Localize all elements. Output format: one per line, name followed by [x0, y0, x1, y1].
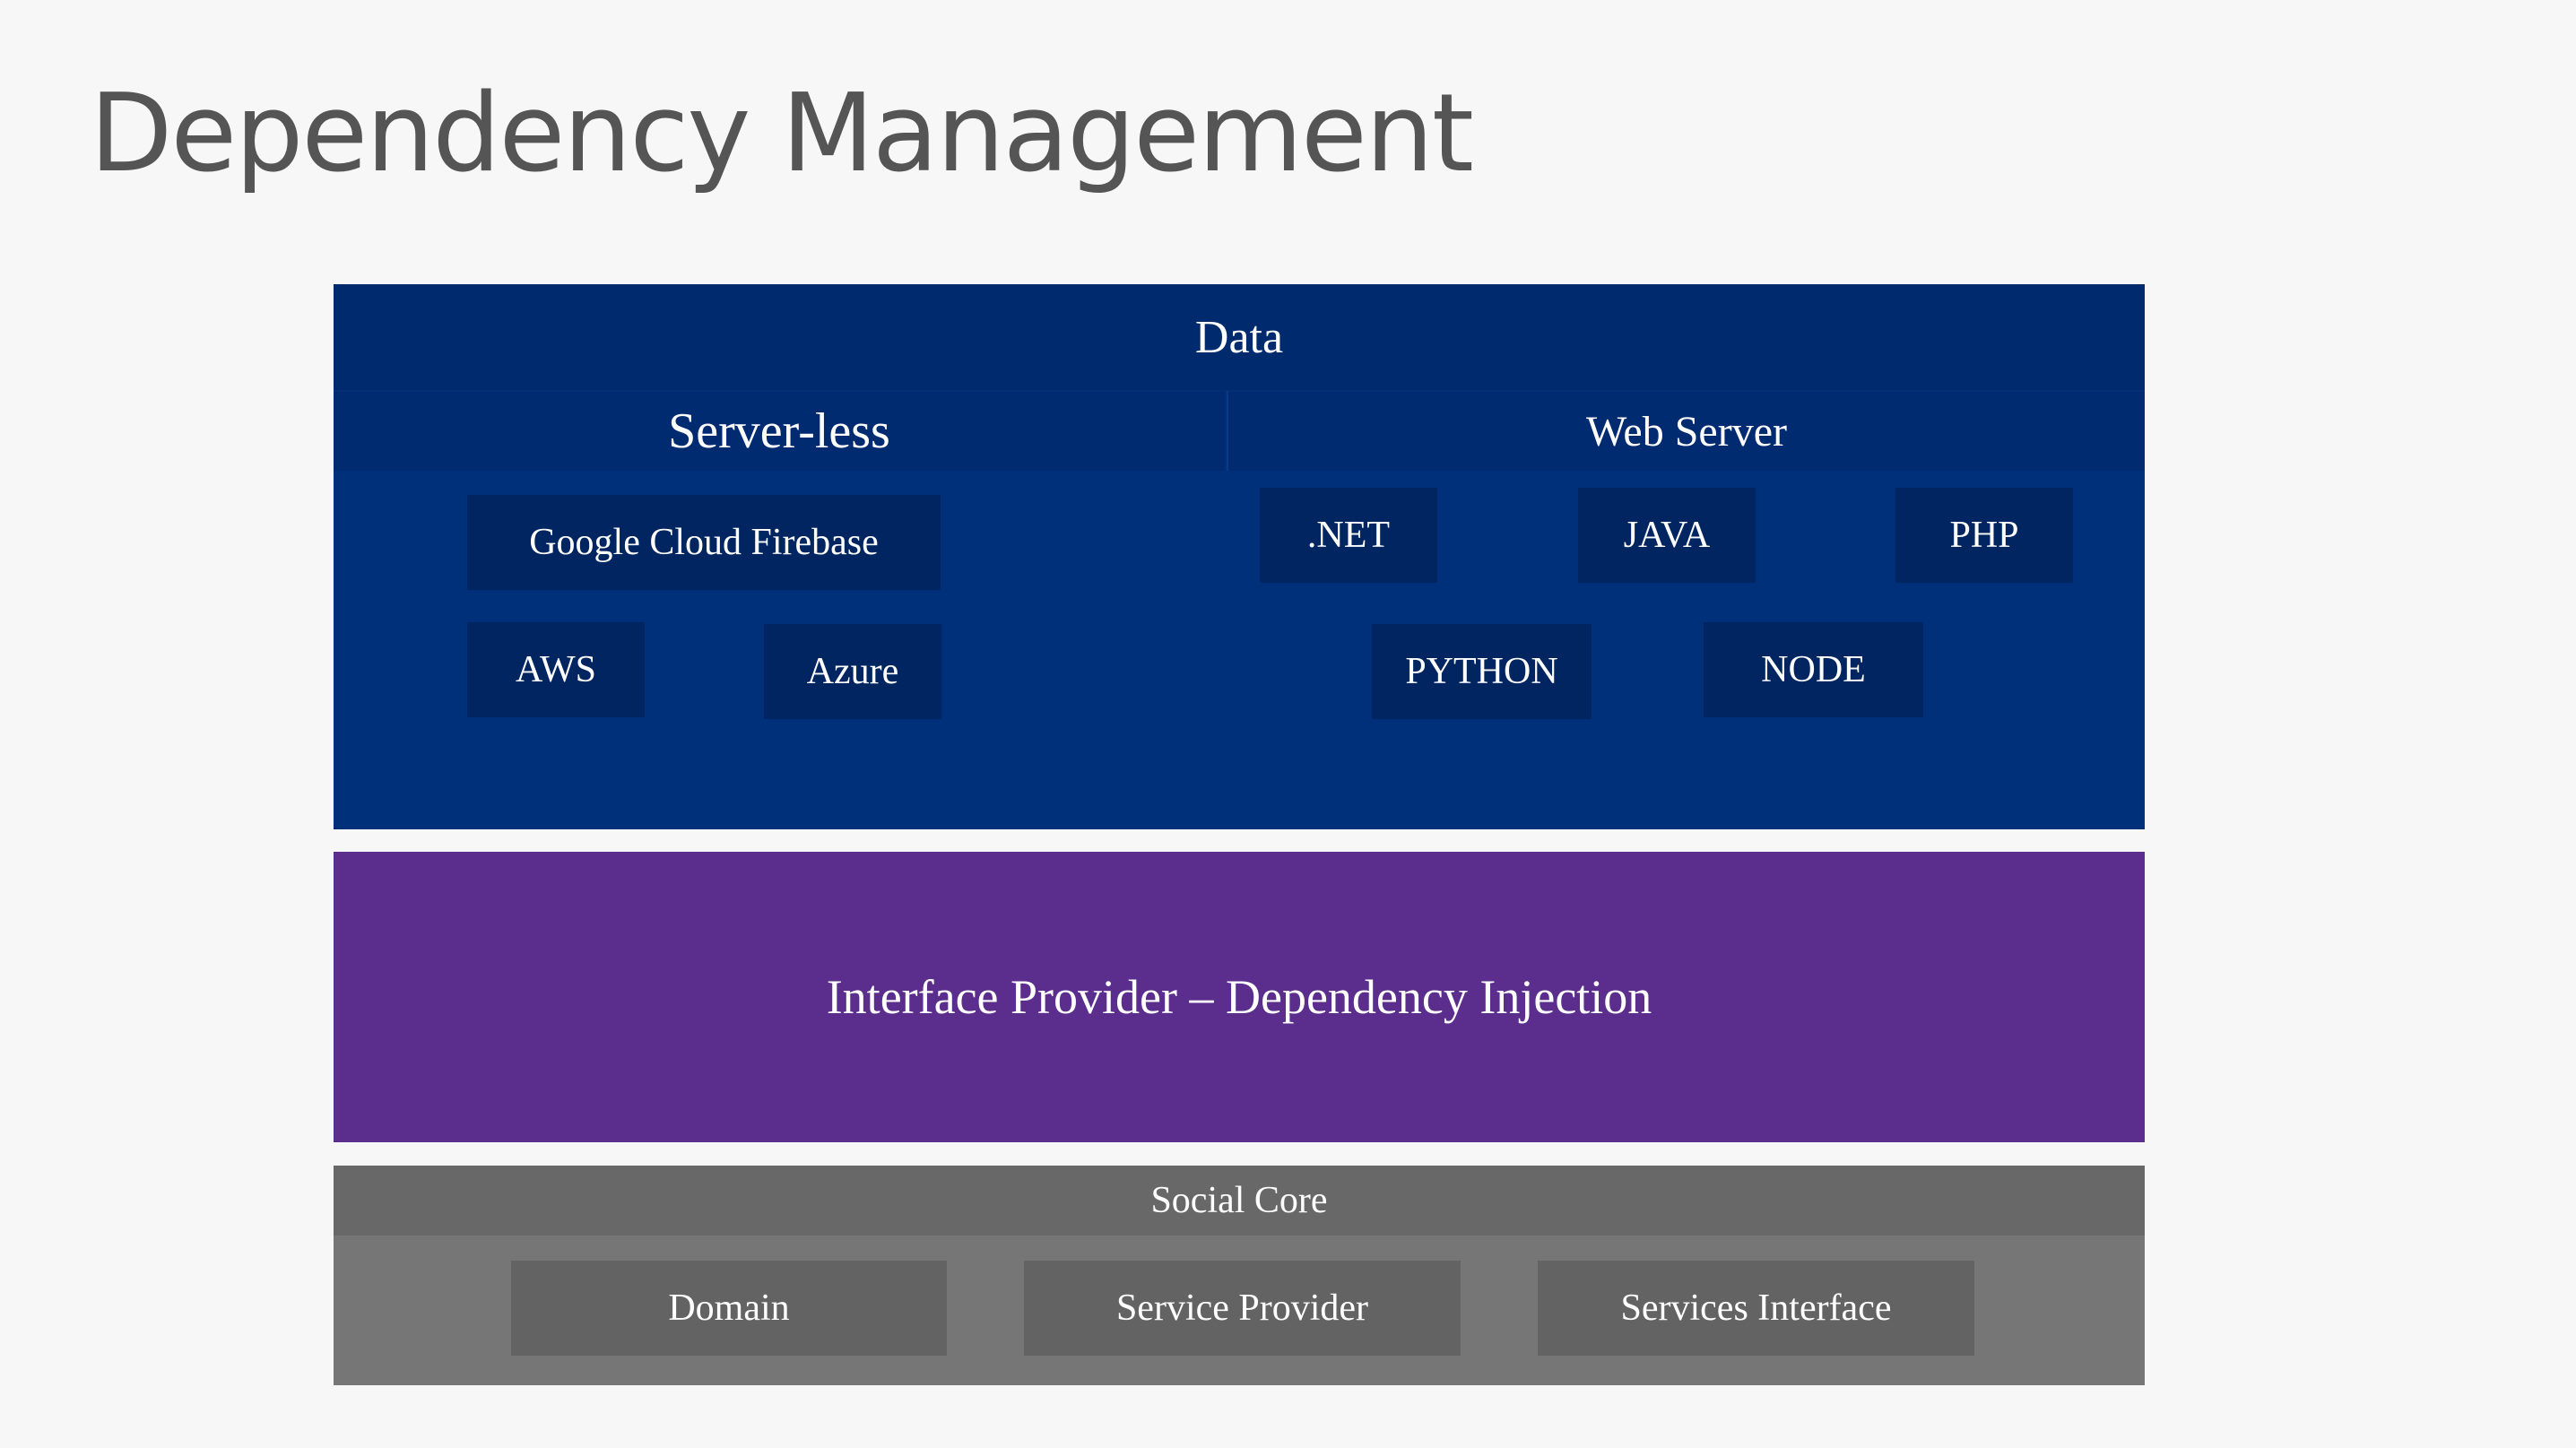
- page-title: Dependency Management: [90, 72, 1474, 196]
- web-server-label: Web Server: [1227, 390, 2145, 471]
- web-server-item-java: JAVA: [1578, 488, 1756, 583]
- serverless-label: Server-less: [334, 390, 1225, 471]
- web-server-item-php: PHP: [1895, 488, 2073, 583]
- serverless-item-aws: AWS: [467, 622, 645, 717]
- serverless-item-azure: Azure: [764, 624, 941, 719]
- data-layer-label: Data: [334, 284, 2145, 390]
- core-item-services-interface: Services Interface: [1538, 1261, 1974, 1356]
- web-server-item-dotnet: .NET: [1260, 488, 1437, 583]
- web-server-item-node: NODE: [1704, 622, 1923, 717]
- web-server-item-python: PYTHON: [1372, 624, 1592, 719]
- dependency-injection-layer: Interface Provider – Dependency Injectio…: [334, 852, 2145, 1142]
- social-core-label: Social Core: [334, 1166, 2145, 1236]
- serverless-item-google-cloud-firebase: Google Cloud Firebase: [467, 495, 941, 590]
- core-item-service-provider: Service Provider: [1024, 1261, 1461, 1356]
- core-item-domain: Domain: [511, 1261, 947, 1356]
